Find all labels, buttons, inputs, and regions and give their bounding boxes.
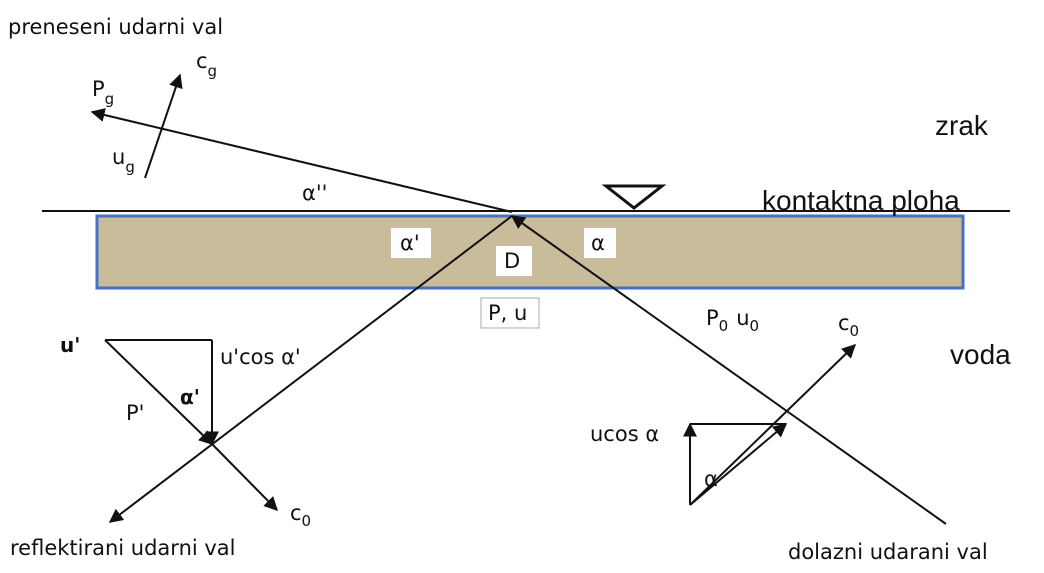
c0-right-label: c0 [838,311,859,340]
reflected-wave-label: reflektirani udarni val [10,536,236,560]
pg-label: Pg [92,77,114,108]
cg-label: cg [196,49,217,80]
incoming-wave-ray [510,215,947,525]
air-label: zrak [935,110,989,141]
alpha-dd-label: α'' [302,181,327,205]
left-triangle-hyp-arrow [104,339,214,445]
ucos-alpha-label: ucos α [590,422,659,446]
alpha-text: α [591,231,605,255]
contact-surface-label: kontaktna ploha [762,185,960,216]
right-triangle-u-arrow [689,423,788,506]
alpha-prime-box [391,228,431,258]
c0-left-arrow [211,443,278,511]
d-box [496,246,532,276]
u-prime-cos-label: u'cos α' [220,345,301,369]
u-prime-label: u' [60,333,80,357]
p-prime-label: P' [126,401,144,425]
ug-label: ug [112,145,135,176]
incoming-wave-label: dolazni udarani val [788,540,988,564]
reflected-wave-ray [108,215,513,523]
pu-box [480,297,540,329]
water-level-icon [601,184,667,210]
pu-text: P, u [488,301,527,325]
alpha-prime-text: α' [400,231,420,255]
c0-left-label: c0 [290,501,311,530]
water-label: voda [950,339,1011,370]
transmitted-wave-label: preneseni udarni val [8,15,223,39]
d-text: D [504,249,520,273]
alpha-prime-tri-label: α' [180,385,200,409]
alpha-box [584,228,616,258]
alpha-tri-label: α [704,467,718,491]
cg-arrow [144,73,183,179]
